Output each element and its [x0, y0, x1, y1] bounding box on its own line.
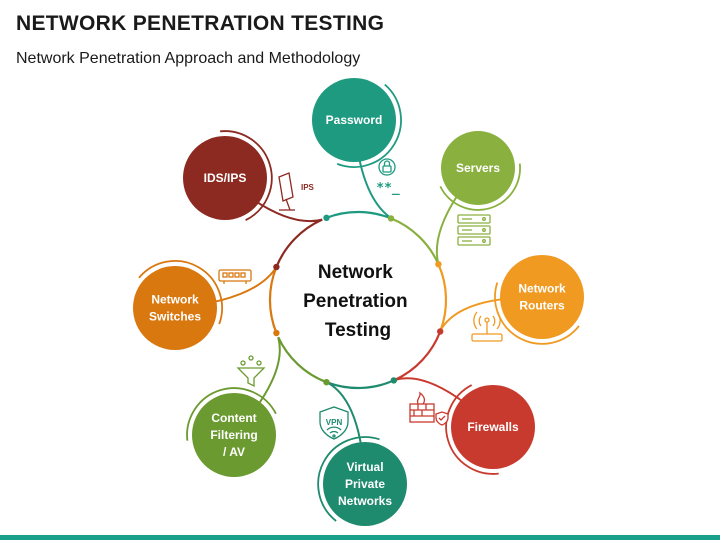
node-label-servers: Servers [456, 161, 500, 175]
ring-segment-network-routers [437, 263, 448, 331]
node-outline-network-switches [138, 260, 223, 325]
ring-segment-firewalls [394, 331, 442, 381]
node-label-ids-ips: IDS/IPS [204, 171, 247, 185]
node-outline-network-routers [494, 282, 580, 345]
ring-segment-servers [390, 217, 440, 265]
bottom-accent-bar [0, 535, 720, 540]
node-circle-ids-ips [183, 136, 267, 220]
node-circle-virtual-private-networks [323, 442, 407, 526]
ring-segment-content-filtering-av [277, 336, 327, 384]
ring-dot-firewalls [437, 328, 444, 335]
page-subtitle: Network Penetration Approach and Methodo… [16, 50, 361, 67]
node-label-password: Password [326, 113, 383, 127]
node-label-firewalls: Firewalls [467, 420, 519, 434]
ring-dot-network-routers [435, 261, 442, 268]
page-title: NETWORK PENETRATION TESTING [16, 12, 385, 35]
node-password: Password [312, 78, 396, 162]
node-outline-virtual-private-networks [317, 436, 380, 522]
node-circle-network-switches [133, 266, 217, 350]
vpn-shield-icon [319, 406, 349, 440]
server-rack-icon [457, 214, 491, 246]
lock-password-icon [378, 158, 396, 176]
node-circle-firewalls [451, 385, 535, 469]
node-circle-content-filtering-av [192, 393, 276, 477]
ring-segment-virtual-private-networks [327, 379, 395, 390]
network-switch-icon [218, 269, 252, 284]
firewall-icon [409, 391, 449, 426]
ring-segment-password [326, 210, 393, 221]
ring-dot-network-switches [273, 329, 280, 337]
node-firewalls: Firewalls [451, 385, 535, 469]
password-mask-label: **_ [376, 181, 400, 196]
ring-dot-ids-ips [273, 263, 280, 271]
node-outline-servers [439, 163, 521, 211]
ring-dot-servers [387, 215, 395, 222]
ring-dot-content-filtering-av [323, 379, 330, 386]
node-outline-firewalls [445, 384, 499, 475]
node-outline-ids-ips [220, 130, 273, 222]
funnel-filter-icon [236, 355, 266, 388]
ring-segment-network-switches [268, 266, 278, 334]
node-outline-content-filtering-av [186, 387, 277, 441]
node-circle-password [312, 78, 396, 162]
ring-dot-virtual-private-networks [390, 377, 397, 384]
node-ids-ips: IDS/IPS [183, 136, 267, 220]
node-servers: Servers [441, 131, 515, 205]
ring-dot-password [323, 214, 330, 221]
router-icon [471, 311, 503, 342]
vpn-icon-label: VPN [326, 418, 343, 427]
node-circle-network-routers [500, 255, 584, 339]
ring-segment-ids-ips [275, 218, 323, 268]
center-circle [276, 220, 436, 380]
ids-icon-label: IPS [301, 183, 315, 192]
ids-monitor-icon [278, 172, 295, 211]
node-outline-password [336, 83, 402, 168]
center-label: Network Penetration Testing [303, 262, 413, 341]
node-circle-servers [441, 131, 515, 205]
